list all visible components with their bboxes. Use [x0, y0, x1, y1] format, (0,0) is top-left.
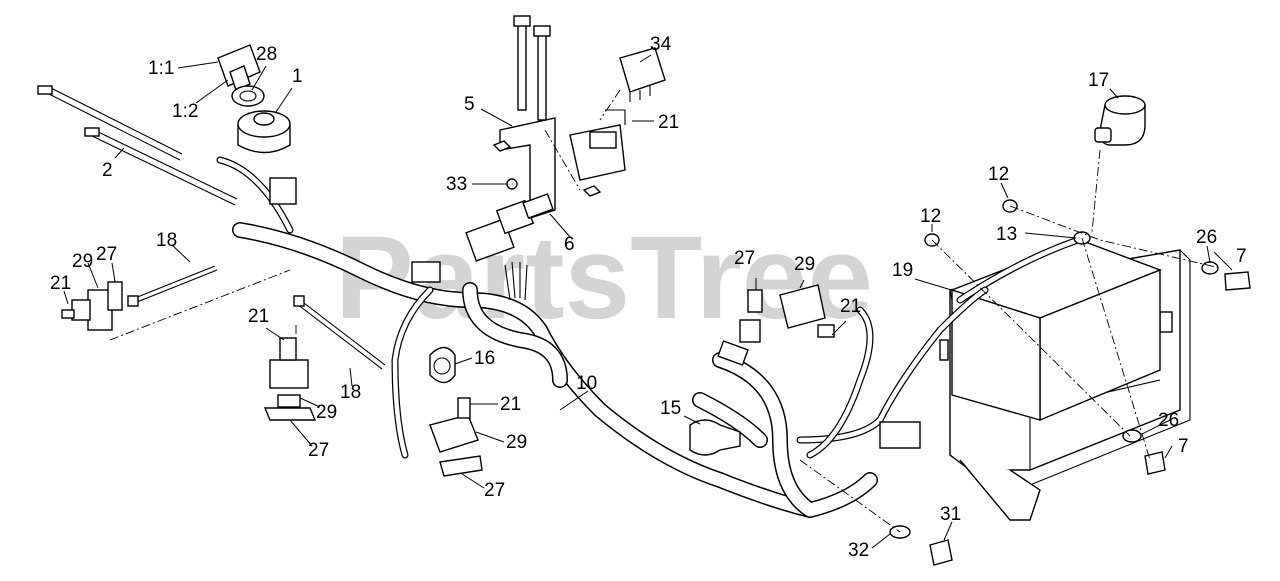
callout-7-top[interactable]: 7	[1236, 246, 1247, 267]
callout-29-center[interactable]: 29	[316, 402, 337, 423]
callout-21-center[interactable]: 21	[248, 306, 269, 327]
callout-19[interactable]: 19	[892, 260, 913, 281]
cable-tie-short[interactable]	[127, 265, 386, 370]
callout-21-right[interactable]: 21	[840, 296, 861, 317]
callout-27-lower[interactable]: 27	[484, 480, 505, 501]
callout-27-right[interactable]: 27	[734, 248, 755, 269]
callout-13[interactable]: 13	[996, 224, 1017, 245]
callout-26-top[interactable]: 26	[1196, 227, 1217, 248]
callout-27-center[interactable]: 27	[308, 440, 329, 461]
relay[interactable]	[619, 47, 666, 102]
interlock-switch-center[interactable]	[263, 337, 317, 421]
callout-33[interactable]: 33	[446, 174, 467, 195]
relay-bracket[interactable]	[492, 15, 602, 219]
callout-21-top[interactable]: 21	[658, 112, 679, 133]
callout-29-lower[interactable]: 29	[506, 432, 527, 453]
callout-29-right[interactable]: 29	[794, 254, 815, 275]
callout-5[interactable]: 5	[464, 94, 475, 115]
callout-21-left[interactable]: 21	[50, 273, 71, 294]
hardware-bolt-washer[interactable]	[889, 199, 1251, 566]
callout-17[interactable]: 17	[1088, 70, 1109, 91]
callout-12-top[interactable]: 12	[988, 164, 1009, 185]
harness-branch-wires	[216, 156, 989, 459]
socket-bulb[interactable]	[689, 419, 741, 456]
interlock-switch-right[interactable]	[747, 284, 835, 338]
callout-labels: 1:1 1:2 28 1 2 5 34 21 33 6 17 12 12 13 …	[50, 34, 1247, 561]
callout-27-left[interactable]: 27	[96, 244, 117, 265]
fuse-block[interactable]	[569, 109, 626, 181]
callout-28[interactable]: 28	[256, 44, 277, 65]
callout-1-2[interactable]: 1:2	[172, 101, 198, 122]
cable-clamp[interactable]	[429, 346, 456, 384]
callout-6[interactable]: 6	[564, 234, 575, 255]
interlock-switch-left[interactable]	[61, 281, 123, 331]
callout-32[interactable]: 32	[848, 540, 869, 561]
callout-1-1[interactable]: 1:1	[148, 58, 174, 79]
callout-7-lower[interactable]: 7	[1178, 436, 1189, 457]
cable-tie-long[interactable]	[37, 85, 238, 206]
main-wire-harness[interactable]	[232, 222, 878, 518]
callout-18-center[interactable]: 18	[340, 382, 361, 403]
callout-18-left[interactable]: 18	[156, 230, 177, 251]
terminal-connector[interactable]	[522, 193, 554, 219]
callout-leader-lines	[63, 54, 1233, 549]
callout-29-left[interactable]: 29	[72, 251, 93, 272]
interlock-switch-lower[interactable]	[429, 397, 483, 477]
terminal-boot[interactable]	[1094, 95, 1146, 146]
callout-2[interactable]: 2	[102, 160, 113, 181]
callout-16[interactable]: 16	[474, 348, 495, 369]
assembly-guide-lines	[109, 89, 1221, 533]
callout-1[interactable]: 1	[292, 66, 303, 87]
harness-connector-block[interactable]	[269, 177, 921, 449]
ignition-switch[interactable]	[237, 110, 291, 154]
switch-nut[interactable]	[231, 85, 265, 107]
callout-26-lower[interactable]: 26	[1158, 410, 1179, 431]
callout-15[interactable]: 15	[660, 398, 681, 419]
callout-12-mid[interactable]: 12	[920, 206, 941, 227]
callout-34[interactable]: 34	[650, 34, 672, 55]
callout-10[interactable]: 10	[576, 373, 597, 394]
callout-31[interactable]: 31	[940, 504, 961, 525]
callout-21-lower[interactable]: 21	[500, 394, 521, 415]
ignition-key[interactable]	[217, 44, 261, 91]
